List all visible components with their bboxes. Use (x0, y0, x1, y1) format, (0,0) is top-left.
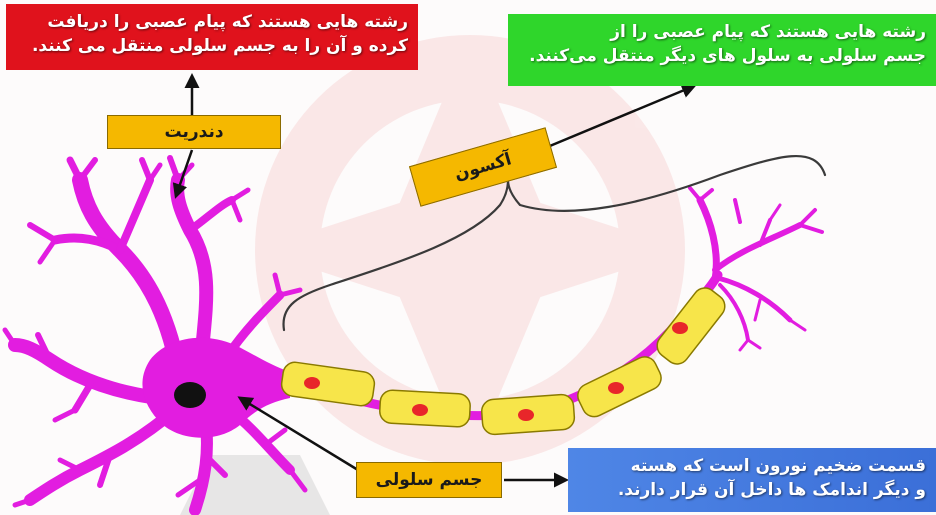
axon-description-line: جسم سلولی به سلول های دیگر منتقل می‌کنند… (518, 44, 926, 68)
dendrite-description-line: کرده و آن را به جسم سلولی منتقل می کنند. (16, 34, 408, 58)
cell-body-description-line: قسمت ضخیم نورون است که هسته (578, 454, 926, 478)
cell-body (142, 338, 290, 438)
dendrite-label: دندریت (107, 115, 281, 149)
dendrite-description-line: رشته هایی هستند که پیام عصبی را دریافت (16, 10, 408, 34)
cell-body-description-line: و دیگر اندامک ها داخل آن قرار دارند. (578, 478, 926, 502)
nucleus (174, 382, 206, 408)
dendrite-description-box: رشته هایی هستند که پیام عصبی را دریافت ک… (6, 4, 418, 70)
cell-body-description-box: قسمت ضخیم نورون است که هسته و دیگر اندام… (568, 448, 936, 512)
cell-body-label: جسم سلولی (356, 462, 502, 498)
axon-description-box: رشته هایی هستند که پیام عصبی را از جسم س… (508, 14, 936, 86)
axon-description-line: رشته هایی هستند که پیام عصبی را از (518, 20, 926, 44)
